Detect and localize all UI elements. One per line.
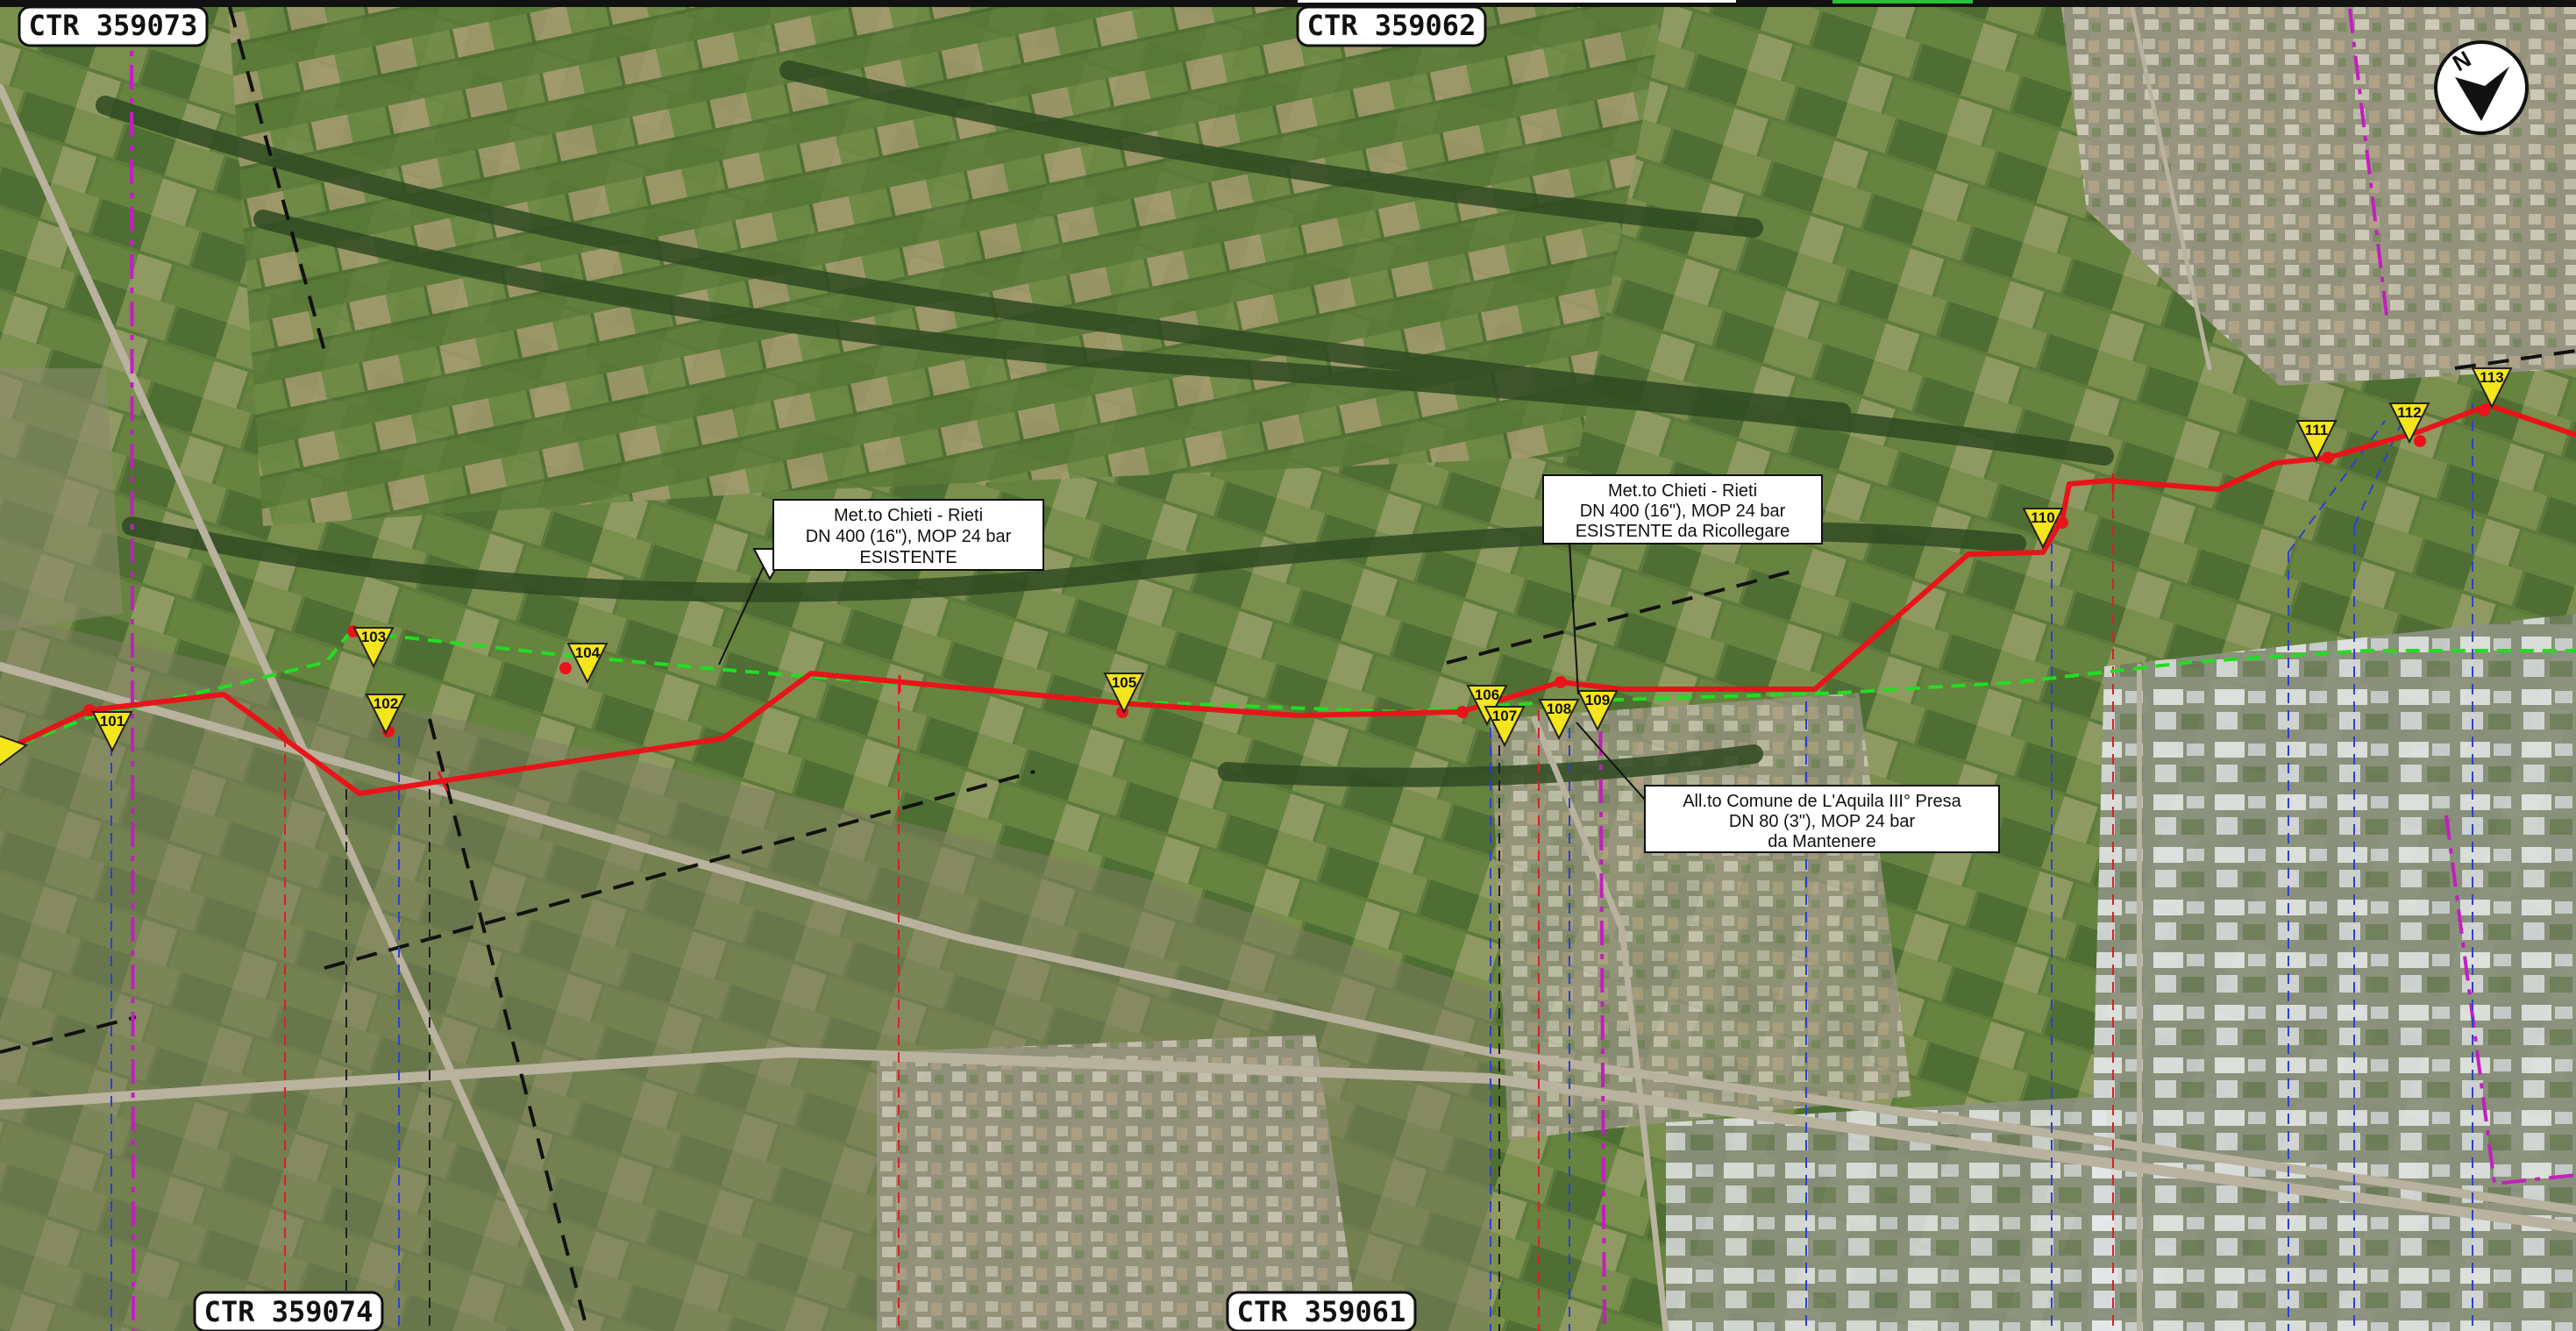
pipeline-ticks	[277, 473, 2115, 792]
marker-label: 112	[2397, 404, 2421, 421]
municipal-borders	[130, 8, 2576, 1331]
marker-label: 107	[1492, 708, 1517, 724]
ctr-label-bottom-center[interactable]: CTR 359061	[1226, 1291, 1417, 1331]
marker-label: 101	[100, 713, 125, 730]
ctr-label-text: CTR 359061	[1237, 1295, 1406, 1328]
ctr-label-bottom-left[interactable]: CTR 359074	[193, 1291, 384, 1331]
ctr-label-top-center[interactable]: CTR 359062	[1296, 5, 1487, 47]
marker-103[interactable]: 103	[352, 627, 395, 669]
marker-113[interactable]: 113	[2471, 367, 2513, 409]
new-pipeline	[0, 402, 2576, 796]
callout-line: DN 80 (3"), MOP 24 bar	[1729, 812, 1916, 831]
ctr-label-top-left[interactable]: CTR 359073	[18, 5, 209, 47]
callout-line: Met.to Chieti - Rieti	[834, 506, 983, 525]
marker-101[interactable]: 101	[91, 711, 133, 753]
marker-106[interactable]: 106	[1466, 685, 1508, 727]
marker-107[interactable]: 107	[1484, 706, 1526, 748]
marker-edge	[0, 735, 29, 766]
marker-108[interactable]: 108	[1538, 699, 1580, 741]
callout-line: ESISTENTE	[859, 548, 957, 567]
ctr-label-text: CTR 359062	[1307, 9, 1477, 42]
marker-label: 110	[2031, 509, 2054, 526]
marker-label: 113	[2480, 369, 2503, 386]
marker-110[interactable]: 110	[2022, 508, 2064, 550]
marker-label: 104	[575, 644, 601, 661]
marker-102[interactable]: 102	[365, 694, 407, 736]
callout-branch-pipeline[interactable]: All.to Comune de L'Aquila III° Presa DN …	[1576, 722, 2000, 853]
marker-label: 105	[1112, 674, 1136, 691]
marker-label: 102	[374, 695, 398, 712]
callout-line: Met.to Chieti - Rieti	[1608, 481, 1757, 501]
marker-112[interactable]: 112	[2388, 402, 2430, 445]
callout-existing-pipeline[interactable]: Met.to Chieti - Rieti DN 400 (16"), MOP …	[718, 499, 1044, 666]
ctr-label-text: CTR 359074	[204, 1295, 374, 1328]
reference-lines	[110, 403, 2473, 1331]
top-border	[0, 0, 2576, 7]
marker-105[interactable]: 105	[1103, 673, 1145, 715]
marker-109[interactable]: 109	[1576, 690, 1619, 732]
marker-label: 108	[1547, 701, 1571, 717]
marker-111[interactable]: 111	[2295, 420, 2338, 462]
callout-line: da Mantenere	[1768, 832, 1875, 851]
callout-line: DN 400 (16"), MOP 24 bar	[806, 527, 1012, 546]
north-arrow-icon: N	[2434, 40, 2529, 135]
ctr-label-text: CTR 359073	[29, 9, 198, 42]
marker-label: 103	[361, 629, 386, 645]
sheet-boundaries	[0, 6, 2576, 1331]
callout-line: All.to Comune de L'Aquila III° Presa	[1683, 792, 1961, 811]
callout-reconnect-pipeline[interactable]: Met.to Chieti - Rieti DN 400 (16"), MOP …	[1542, 474, 1823, 695]
marker-label: 109	[1585, 692, 1610, 708]
callout-line: ESISTENTE da Ricollegare	[1576, 522, 1790, 541]
marker-label: 111	[2305, 422, 2329, 438]
callout-line: DN 400 (16"), MOP 24 bar	[1580, 502, 1786, 521]
marker-104[interactable]: 104	[566, 643, 608, 685]
marker-label: 106	[1475, 687, 1499, 703]
